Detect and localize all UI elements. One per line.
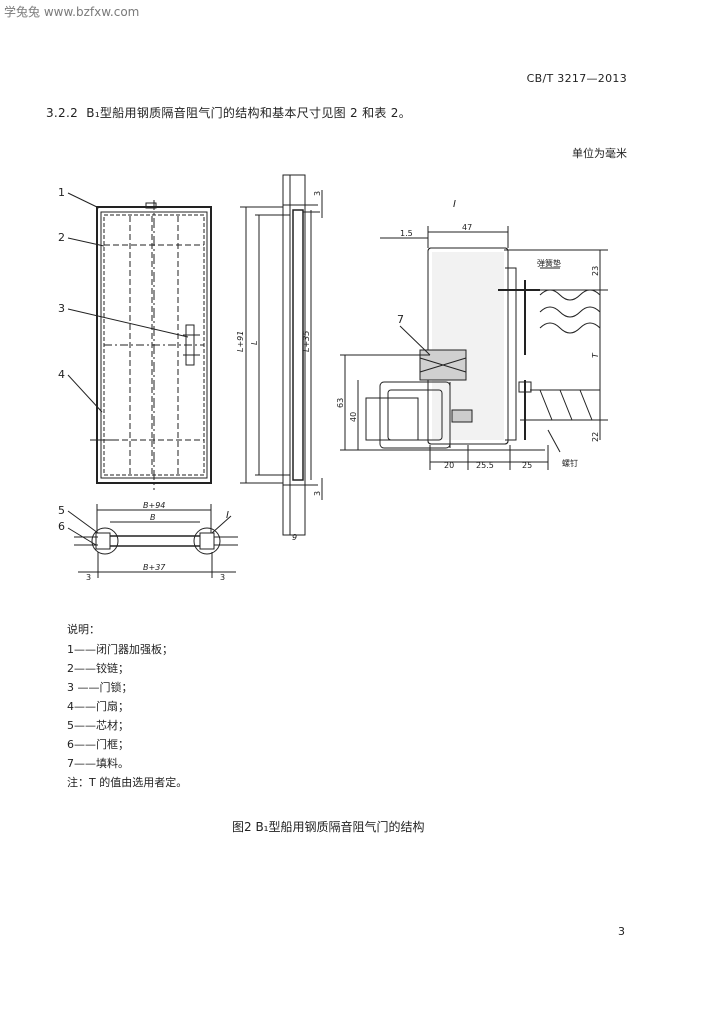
legend-note: 注：T 的值由选用者定。 (67, 776, 188, 789)
detail-mark-left: I (226, 510, 229, 521)
dim-20: 20 (444, 461, 454, 470)
label-screw: 螺钉 (562, 458, 578, 468)
callout-2: 2 (58, 231, 65, 244)
door-side-view (282, 174, 320, 536)
unit-note: 单位为毫米 (572, 147, 627, 160)
legend-item-4: 4——门扇； (67, 700, 129, 713)
dim-25-5: 25.5 (476, 461, 494, 470)
detail-mark-top: I (453, 199, 456, 210)
door-plan-section (74, 504, 238, 578)
dim-l: L (250, 341, 259, 345)
legend-item-1: 1——闭门器加强板； (67, 643, 173, 656)
dim-40: 40 (349, 412, 358, 422)
clause-text: B₁型船用钢质隔音阻气门的结构和基本尺寸见图 2 和表 2。 (86, 106, 412, 120)
dim-t: T (591, 352, 600, 358)
dim-3-right: 3 (220, 573, 225, 582)
callout-6: 6 (58, 520, 65, 533)
dim-25: 25 (522, 461, 532, 470)
dim-23: 23 (591, 266, 600, 276)
page-number: 3 (618, 925, 625, 938)
dim-63: 63 (336, 398, 345, 408)
legend-item-3: 3 ——门锁； (67, 681, 133, 694)
dim-side-3-top: 3 (313, 191, 322, 196)
standard-number: CB/T 3217—2013 (526, 72, 627, 85)
dim-l-plus-35: L+35 (302, 331, 311, 352)
callout-7: 7 (397, 313, 404, 326)
dim-l-plus-91: L+91 (236, 331, 245, 352)
callout-4: 4 (58, 368, 65, 381)
legend-title: 说明： (67, 623, 100, 636)
figure-caption: 图2 B₁型船用钢质隔音阻气门的结构 (232, 820, 425, 834)
dim-b-plus-94: B+94 (143, 501, 165, 510)
dim-22: 22 (591, 432, 600, 442)
callout-3: 3 (58, 302, 65, 315)
legend-item-7: 7——填料。 (67, 757, 129, 770)
dim-47: 47 (462, 223, 472, 232)
clause-number: 3.2.2 (46, 106, 79, 120)
legend-item-6: 6——门框； (67, 738, 129, 751)
label-spring-washer: 弹簧垫 (537, 258, 561, 268)
detail-section-I (365, 247, 601, 449)
dim-side-3-bottom: 3 (313, 491, 322, 496)
watermark: 学兔兔 www.bzfxw.com (4, 5, 140, 19)
legend-item-5: 5——芯材； (67, 719, 129, 732)
dim-b: B (150, 513, 156, 522)
dim-side-9: 9 (292, 533, 297, 542)
dim-1-5: 1.5 (400, 229, 413, 238)
legend-item-2: 2——铰链； (67, 662, 129, 675)
dim-3-left: 3 (86, 573, 91, 582)
dim-b-plus-37: B+37 (143, 563, 166, 572)
door-front-view (96, 200, 212, 490)
clause-paragraph: 3.2.2 B₁型船用钢质隔音阻气门的结构和基本尺寸见图 2 和表 2。 (46, 104, 411, 121)
callout-5: 5 (58, 504, 65, 517)
callout-1: 1 (58, 186, 65, 199)
